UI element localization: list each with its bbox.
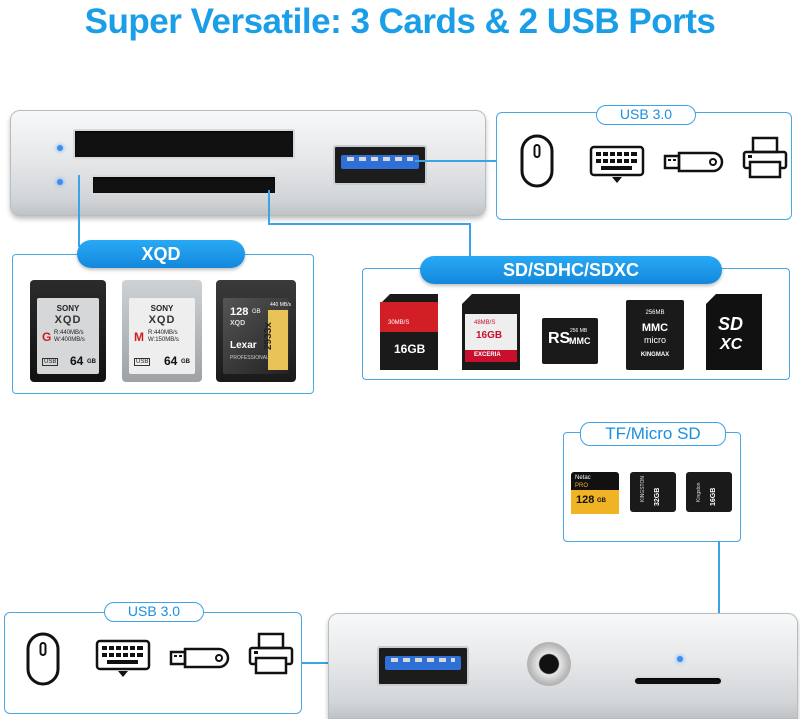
- connector-line: [268, 190, 270, 224]
- connector-line: [268, 223, 470, 225]
- sd-card-16gb-exceria: 48MB/S 16GB EXCERIA: [462, 294, 520, 370]
- printer-icon: [248, 632, 294, 675]
- mouse-icon: [520, 134, 554, 188]
- sd-card-16gb-red: 30MB/S 16GB: [380, 294, 438, 370]
- label-tf: TF/Micro SD: [580, 422, 726, 446]
- usb-port-bottom[interactable]: [377, 646, 469, 686]
- micro-sd-kingston-32gb: KINGSTON 32GB: [630, 472, 676, 512]
- card-reader-side-view: [328, 613, 798, 719]
- sd-card-slot[interactable]: [91, 175, 277, 195]
- rs-mmc-card: RS 256 MB MMC: [542, 318, 598, 364]
- connector-line: [78, 175, 80, 247]
- tf-card-slot[interactable]: [633, 676, 723, 686]
- printer-icon: [742, 136, 788, 179]
- label-usb-bottom: USB 3.0: [104, 602, 204, 622]
- usb-devices-box-top: [496, 112, 792, 220]
- connector-line: [718, 541, 720, 684]
- label-sd: SD/SDHC/SDXC: [420, 256, 722, 284]
- xqd-card-slot[interactable]: [73, 129, 295, 159]
- card-reader-top-view: [10, 110, 486, 216]
- label-xqd: XQD: [77, 240, 245, 268]
- usb-devices-box-bottom: [4, 612, 302, 714]
- usb-flash-drive-icon: [169, 647, 230, 669]
- led-indicator-3: [677, 656, 683, 662]
- usb-flash-drive-icon: [663, 151, 724, 173]
- keyboard-icon: [589, 145, 645, 183]
- sdxc-card: SD XC: [706, 294, 762, 370]
- usb-port-top[interactable]: [333, 145, 427, 185]
- connector-line: [469, 223, 471, 269]
- connector-line: [415, 160, 497, 162]
- keyboard-icon: [95, 639, 151, 677]
- micro-sd-kingston-16gb: Kingston 16GB: [686, 472, 732, 512]
- led-indicator-1: [57, 145, 63, 151]
- mouse-icon: [26, 632, 60, 686]
- audio-jack[interactable]: [527, 642, 571, 686]
- micro-sd-netac-128gb: Netac PRO 128 GB: [571, 472, 619, 514]
- xqd-card-sony-m: SONY XQD M R:440MB/s W:150MB/s USB 64 GB: [122, 280, 202, 382]
- xqd-card-lexar: 128 GB XQD Lexar PROFESSIONAL 440 MB/s 2…: [216, 280, 296, 382]
- xqd-card-sony-g: SONY XQD G R:440MB/s W:400MB/s USB 64 GB: [30, 280, 106, 382]
- page-title: Super Versatile: 3 Cards & 2 USB Ports: [84, 2, 716, 41]
- led-indicator-2: [57, 179, 63, 185]
- label-usb-top: USB 3.0: [596, 105, 696, 125]
- mmc-micro-card: 256MB MMC micro KINGMAX: [626, 300, 684, 370]
